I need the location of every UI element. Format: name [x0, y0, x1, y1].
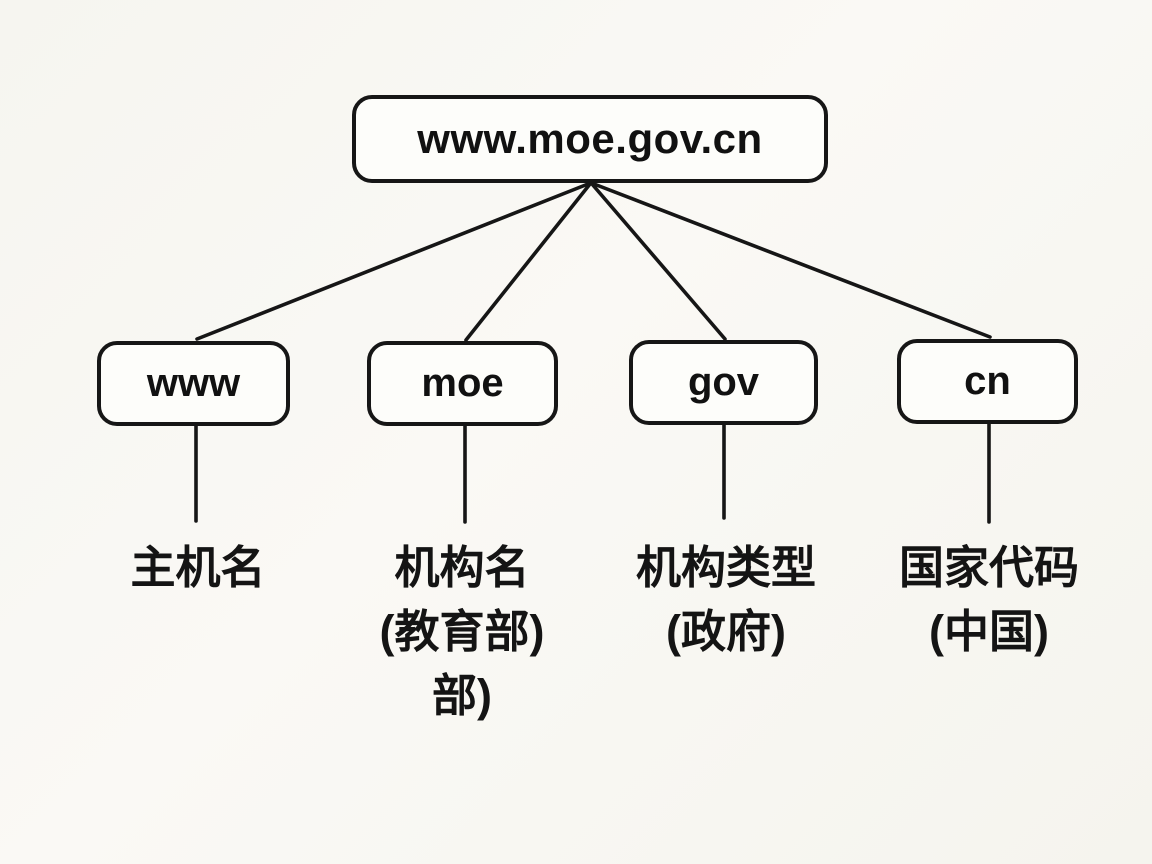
description-cn: 国家代码 (中国) [899, 536, 1079, 664]
description-gov-line-1: 机构类型 [635, 542, 817, 593]
description-moe-line-3: 部) [431, 670, 492, 721]
node-moe-label: moe [421, 361, 504, 405]
node-cn: cn [897, 339, 1078, 424]
description-gov-line-2: (政府) [666, 606, 786, 657]
description-www-line-1: 主机名 [130, 542, 266, 593]
edge-root-moe [464, 182, 592, 342]
edge-root-gov [590, 182, 727, 341]
description-moe-line-1: 机构名 [394, 542, 530, 593]
description-cn-line-2: (中国) [929, 606, 1049, 657]
full-domain-label: www.moe.gov.cn [417, 115, 763, 162]
description-moe: 机构名 (教育部) 部) [380, 536, 545, 728]
node-www: www [97, 341, 290, 426]
node-full-domain: www.moe.gov.cn [352, 95, 828, 183]
description-cn-line-1: 国家代码 [898, 542, 1080, 593]
description-www: 主机名 [130, 536, 265, 600]
description-gov: 机构类型 (政府) [636, 536, 816, 664]
edge-root-www [195, 182, 590, 341]
description-moe-line-2: (教育部) [379, 606, 545, 657]
node-cn-label: cn [964, 359, 1011, 403]
node-moe: moe [367, 341, 558, 426]
node-gov-label: gov [687, 360, 760, 404]
node-www-label: www [146, 361, 241, 405]
edge-root-cn [592, 182, 992, 339]
node-gov: gov [629, 340, 818, 425]
